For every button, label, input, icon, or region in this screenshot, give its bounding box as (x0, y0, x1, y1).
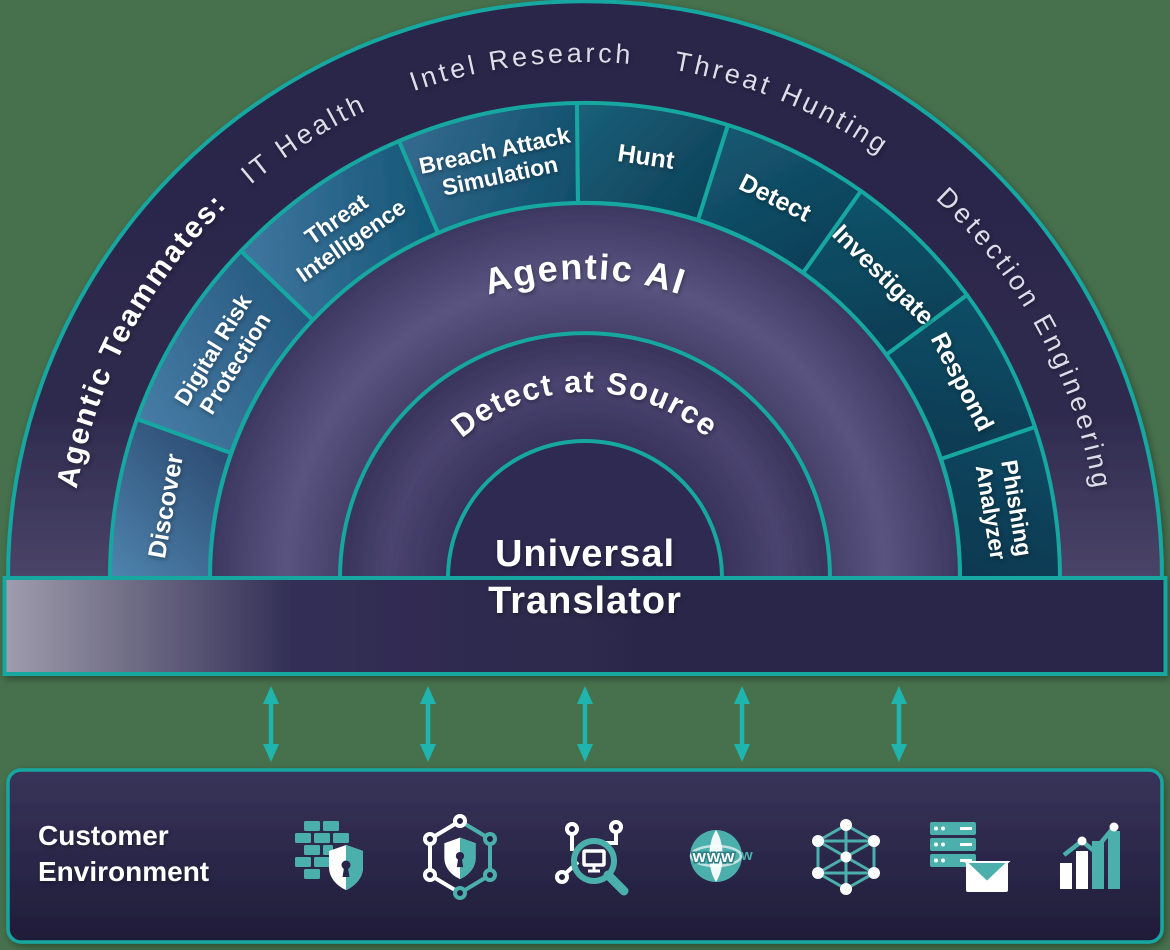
globe-www-text: www (692, 847, 736, 866)
firewall-shield-icon (295, 821, 363, 890)
network-shield-icon (423, 814, 497, 900)
universal-translator-dome (445, 439, 725, 580)
sync-arrow-4 (734, 686, 750, 762)
customer-label-line1: Customer (38, 820, 169, 851)
universal-translator-title: Universal Translator (488, 533, 682, 622)
customer-label-line2: Environment (38, 856, 209, 887)
analytics-chart-icon (1060, 822, 1120, 889)
universal-translator-line2: Translator (488, 580, 682, 622)
universal-translator-line1: Universal (495, 533, 675, 575)
globe-www-tail: w (740, 847, 753, 864)
sync-arrow-1 (263, 686, 279, 762)
dome (2, 0, 1168, 676)
customer-environment-label: Customer Environment (38, 820, 209, 887)
mesh-network-icon (812, 819, 880, 895)
sync-arrow-3 (577, 686, 593, 762)
sync-arrows (263, 686, 907, 762)
endpoint-search-icon (555, 820, 629, 896)
sync-arrow-2 (420, 686, 436, 762)
web-globe-icon: www w (689, 830, 753, 882)
sync-arrow-5 (891, 686, 907, 762)
server-mail-icon (930, 822, 1011, 892)
universal-translator-bar (2, 576, 1168, 676)
